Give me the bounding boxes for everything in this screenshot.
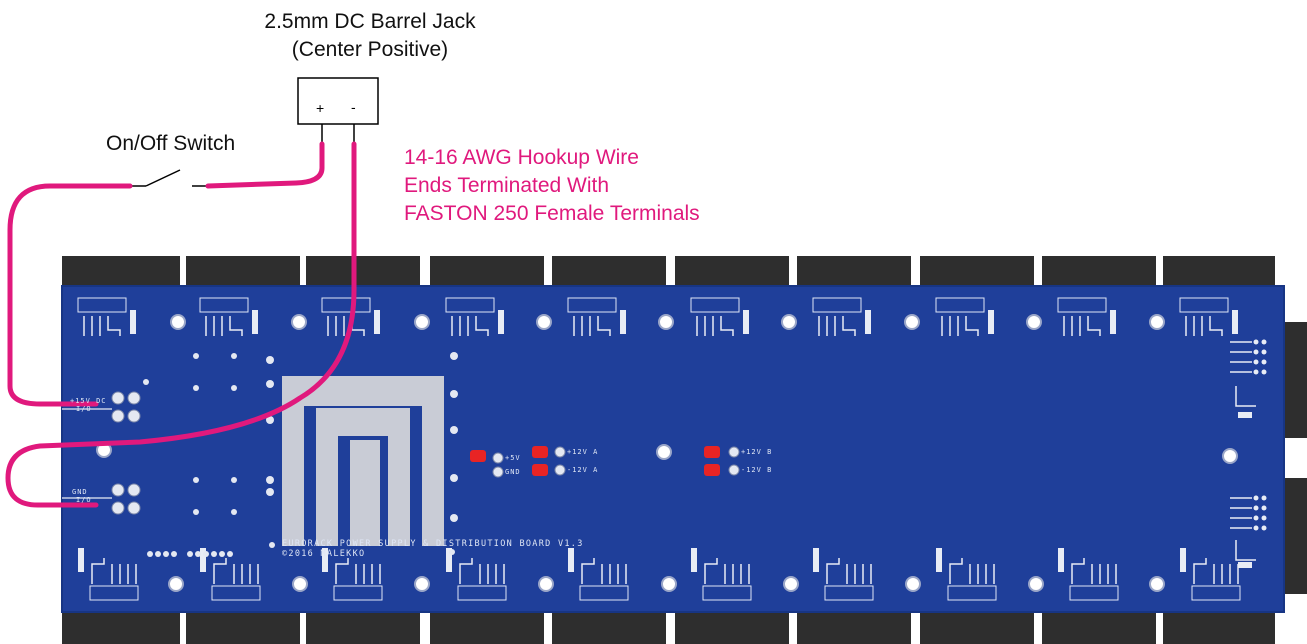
top-connectors — [62, 256, 1275, 286]
rail-pads — [492, 446, 740, 478]
jack-minus-label: - — [351, 99, 356, 115]
barrel-jack-title: 2.5mm DC Barrel Jack (Center Positive) — [200, 8, 540, 64]
board-title-block: EURORACK POWER SUPPLY & DISTRIBUTION BOA… — [282, 539, 584, 559]
barrel-jack-title-line1: 2.5mm DC Barrel Jack — [264, 10, 476, 33]
header-pins-top — [77, 297, 1238, 334]
input-label-bottom-b: I/O — [76, 496, 92, 504]
barrel-jack-box — [297, 77, 379, 125]
board-title: EURORACK POWER SUPPLY & DISTRIBUTION BOA… — [282, 539, 584, 549]
input-label-top-b: I/O — [76, 405, 92, 413]
bottom-connectors — [62, 612, 1275, 644]
malekko-logo — [282, 376, 444, 546]
rail-label-minus12a: -12V A — [567, 466, 599, 474]
barrel-jack-title-line2: (Center Positive) — [291, 38, 449, 61]
jack-plus-label: + — [316, 100, 325, 116]
rail-label-gnd: GND — [505, 468, 521, 476]
side-header-traces — [1230, 341, 1256, 561]
hookup-wires — [5, 141, 357, 508]
wire-note: 14-16 AWG Hookup Wire Ends Terminated Wi… — [404, 144, 700, 228]
rail-label-plus12b: +12V B — [741, 448, 773, 456]
input-label-bottom-a: GND — [72, 488, 88, 496]
rail-label-plus5: +5V — [505, 454, 521, 462]
header-traces-top — [83, 316, 1223, 336]
header-pins-bottom — [78, 548, 1241, 601]
header-traces-bottom — [91, 558, 1239, 584]
pcb-board — [62, 286, 1284, 612]
wire-note-line2: Ends Terminated With — [404, 174, 610, 197]
switch-symbol — [130, 169, 208, 187]
rail-leds — [470, 446, 720, 476]
jack-leads — [321, 124, 355, 144]
mounting-holes-bottom — [168, 576, 1165, 592]
input-label-top-a: +15V DC — [70, 397, 107, 405]
rail-label-plus12a: +12V A — [567, 448, 599, 456]
wire-note-line3: FASTON 250 Female Terminals — [404, 202, 700, 225]
input-terminal-pads — [111, 391, 141, 515]
switch-label: On/Off Switch — [106, 132, 236, 155]
rail-label-minus12b: -12V B — [741, 466, 773, 474]
board-copyright: ©2016 MALEKKO — [282, 549, 366, 559]
wire-note-line1: 14-16 AWG Hookup Wire — [404, 146, 639, 169]
mounting-holes-top — [170, 314, 1165, 330]
